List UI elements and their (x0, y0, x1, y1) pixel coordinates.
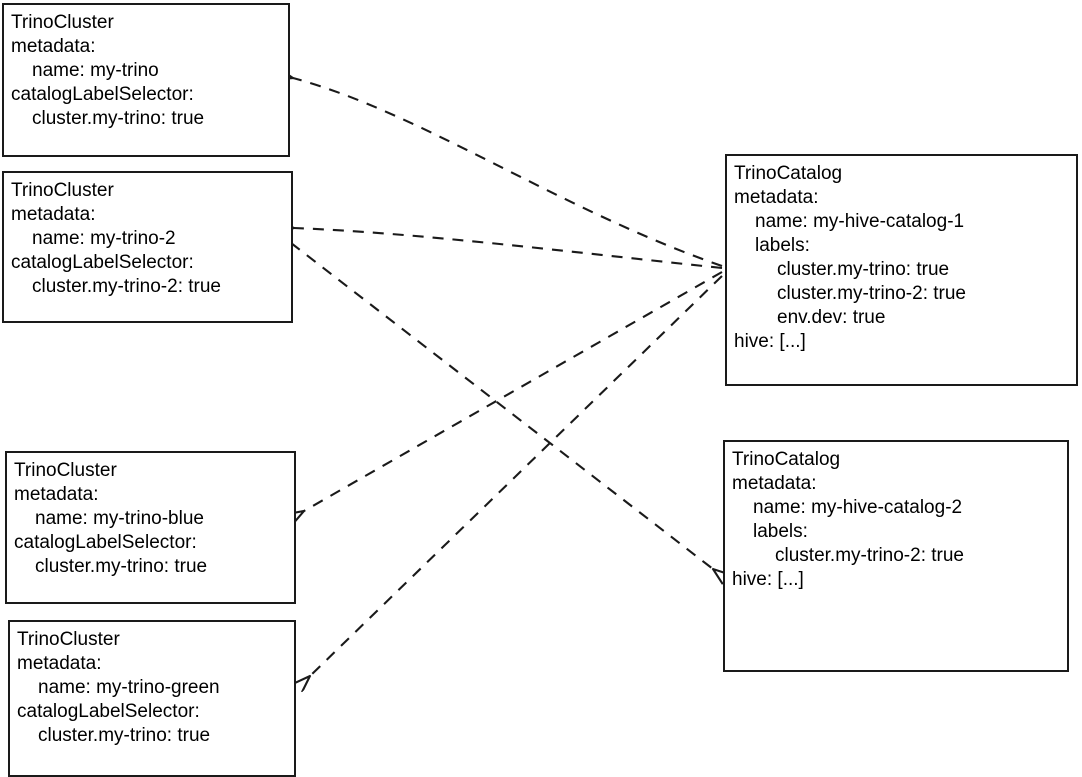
node-cluster-my-trino-2[interactable]: TrinoCluster metadata: name: my-trino-2 … (2, 171, 293, 323)
node-line: name: my-hive-catalog-1 (755, 211, 965, 232)
node-line: name: my-trino-blue (35, 508, 204, 529)
node-cluster-my-trino[interactable]: TrinoCluster metadata: name: my-trino ca… (2, 3, 290, 157)
node-line: hive: [...] (734, 331, 806, 352)
node-line: metadata: (11, 204, 96, 225)
node-cluster-my-trino-green[interactable]: TrinoCluster metadata: name: my-trino-gr… (8, 620, 296, 777)
node-line: labels: (755, 235, 810, 256)
node-line: name: my-hive-catalog-2 (753, 497, 963, 518)
node-line: cluster.my-trino: true (35, 556, 208, 577)
node-line: TrinoCatalog (732, 449, 841, 470)
node-catalog-my-hive-catalog-2[interactable]: TrinoCatalog metadata: name: my-hive-cat… (723, 440, 1069, 672)
edge-catalog1-to-cluster-my-trino-2 (294, 228, 723, 270)
edge-catalog1-to-cluster-my-trino (293, 78, 723, 267)
node-line: hive: [...] (732, 569, 804, 590)
node-cluster-my-trino-blue[interactable]: TrinoCluster metadata: name: my-trino-bl… (5, 451, 296, 604)
edge-catalog1-to-cluster-my-trino-green (310, 275, 723, 676)
node-line: cluster.my-trino: true (32, 108, 205, 129)
node-line: cluster.my-trino-2: true (32, 276, 221, 297)
node-line: name: my-trino-green (38, 677, 220, 698)
node-line: cluster.my-trino-2: true (777, 283, 966, 304)
node-line: env.dev: true (777, 307, 886, 328)
node-line: metadata: (14, 484, 99, 505)
node-line: metadata: (17, 653, 102, 674)
node-line: catalogLabelSelector: (14, 532, 197, 553)
node-line: TrinoCluster (14, 460, 117, 481)
node-line: TrinoCluster (11, 180, 114, 201)
node-line: cluster.my-trino: true (38, 725, 211, 746)
node-line: cluster.my-trino-2: true (775, 545, 964, 566)
node-line: name: my-trino (32, 60, 159, 81)
node-line: metadata: (11, 36, 96, 57)
node-line: TrinoCatalog (734, 163, 843, 184)
node-line: catalogLabelSelector: (11, 252, 194, 273)
edge-catalog1-to-cluster-my-trino-blue (304, 271, 723, 511)
node-line: labels: (753, 521, 808, 542)
node-catalog-my-hive-catalog-1[interactable]: TrinoCatalog metadata: name: my-hive-cat… (725, 154, 1078, 386)
node-line: TrinoCluster (11, 12, 114, 33)
node-line: metadata: (732, 473, 817, 494)
node-line: metadata: (734, 187, 819, 208)
edge-catalog2-to-cluster-my-trino-2 (290, 242, 713, 569)
node-line: TrinoCluster (17, 629, 120, 650)
node-line: cluster.my-trino: true (777, 259, 950, 280)
node-line: catalogLabelSelector: (11, 84, 194, 105)
node-line: catalogLabelSelector: (17, 701, 200, 722)
node-line: name: my-trino-2 (32, 228, 176, 249)
